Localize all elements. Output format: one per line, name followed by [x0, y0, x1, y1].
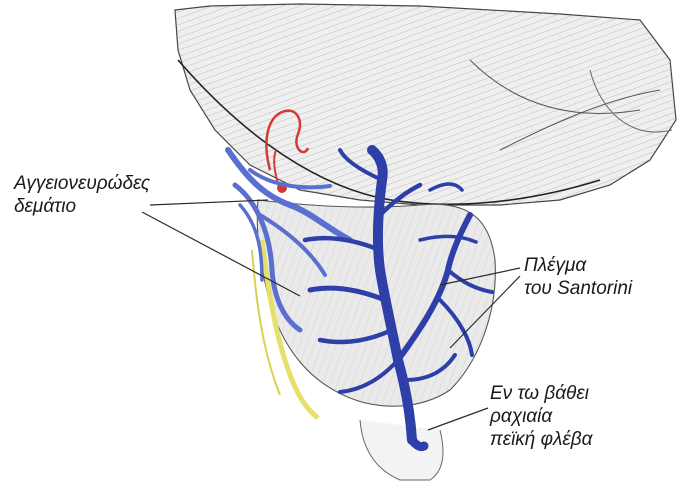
- label-line: Πλέγμα: [524, 254, 632, 277]
- label-line: του Santorini: [524, 277, 632, 300]
- label-santorini-plexus: Πλέγμα του Santorini: [524, 254, 632, 300]
- label-line: ραχιαία: [490, 405, 592, 428]
- label-line: πεϊκή φλέβα: [490, 428, 592, 451]
- label-line: δεμάτιο: [14, 195, 150, 218]
- label-neurovascular-bundle: Αγγειονευρώδες δεμάτιο: [14, 172, 150, 218]
- label-line: Εν τω βάθει: [490, 382, 592, 405]
- label-line: Αγγειονευρώδες: [14, 172, 150, 195]
- label-deep-dorsal-vein: Εν τω βάθει ραχιαία πεϊκή φλέβα: [490, 382, 592, 451]
